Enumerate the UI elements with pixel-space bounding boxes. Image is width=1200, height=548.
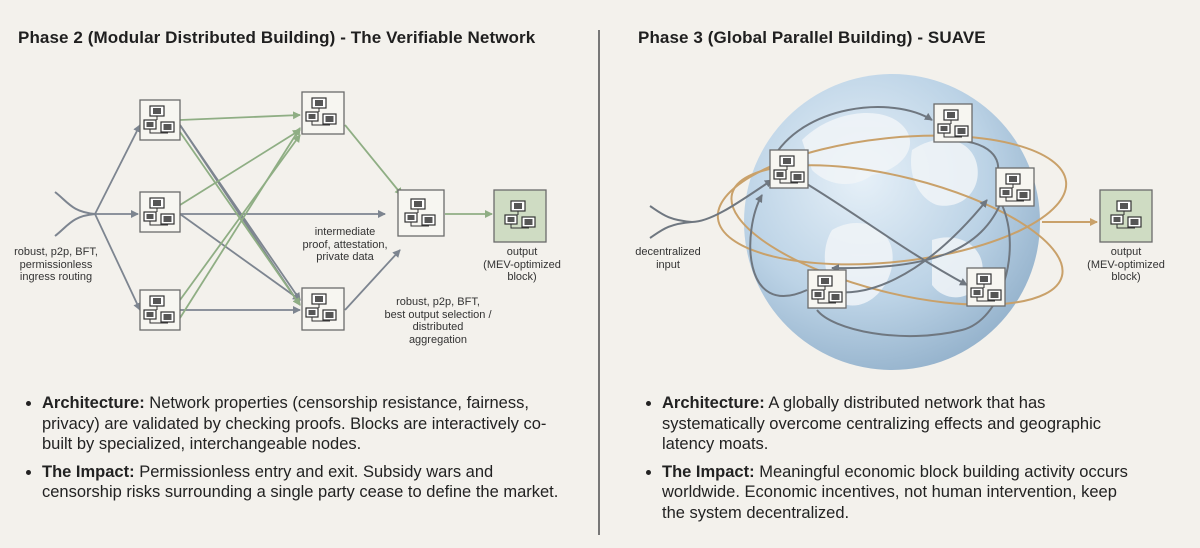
builder-node bbox=[139, 99, 181, 141]
architecture-bullet: Architecture: Network properties (censor… bbox=[42, 393, 560, 455]
selection-label: robust, p2p, BFT, best output selection … bbox=[384, 296, 492, 346]
builder-node bbox=[301, 91, 345, 135]
builder-node bbox=[966, 267, 1006, 307]
builder-node bbox=[139, 191, 181, 233]
aggregation-node bbox=[397, 189, 445, 237]
input-label: decentralized input bbox=[635, 246, 701, 271]
phase-3-bullets: Architecture: A globally distributed net… bbox=[640, 393, 1140, 530]
builder-node bbox=[933, 103, 973, 143]
phase-2-panel: Phase 2 (Modular Distributed Building) -… bbox=[0, 0, 598, 548]
input-lines bbox=[649, 205, 693, 239]
phase-2-bullets: Architecture: Network properties (censor… bbox=[20, 393, 560, 510]
phase-3-title: Phase 3 (Global Parallel Building) - SUA… bbox=[638, 28, 986, 47]
phase-2-title: Phase 2 (Modular Distributed Building) -… bbox=[18, 28, 536, 47]
builder-node bbox=[995, 167, 1035, 207]
ingress-lines bbox=[54, 191, 96, 237]
panel-divider bbox=[598, 30, 600, 535]
impact-bullet: The Impact: Permissionless entry and exi… bbox=[42, 462, 560, 503]
architecture-bullet: Architecture: A globally distributed net… bbox=[662, 393, 1140, 455]
output-node bbox=[1099, 189, 1153, 243]
phase-3-panel: Phase 3 (Global Parallel Building) - SUA… bbox=[602, 0, 1200, 548]
builder-node bbox=[301, 287, 345, 331]
output-label: output (MEV-optimized block) bbox=[483, 246, 561, 283]
output-node bbox=[493, 189, 547, 243]
builder-node bbox=[769, 149, 809, 189]
intermediate-label: intermediate proof, attestation, private… bbox=[302, 226, 388, 263]
ingress-label: robust, p2p, BFT, permissionless ingress… bbox=[14, 246, 98, 283]
phase-3-globe-diagram bbox=[649, 74, 1153, 370]
phase-2-network-diagram bbox=[54, 91, 547, 331]
builder-node bbox=[139, 289, 181, 331]
orbit-paths bbox=[716, 134, 1098, 306]
output-label: output (MEV-optimized block) bbox=[1087, 246, 1165, 283]
impact-bullet: The Impact: Meaningful economic block bu… bbox=[662, 462, 1140, 524]
builder-node bbox=[807, 269, 847, 309]
green-arrows bbox=[179, 111, 493, 319]
